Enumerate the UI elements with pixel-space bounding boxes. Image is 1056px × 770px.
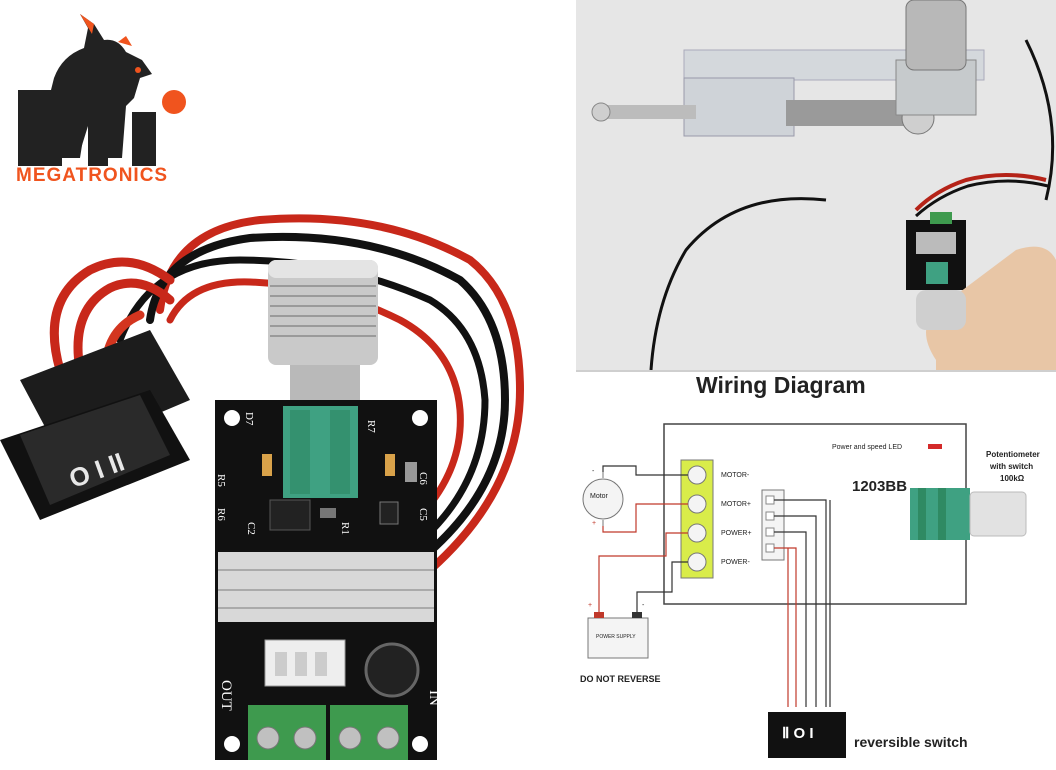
reversible-switch-icon [768,712,846,758]
brand-name: MEGATRONICS [16,165,169,186]
out-label: OUT [218,680,234,711]
reversible-switch-label: reversible switch [854,734,968,750]
pwm-controller-illustration: O I II D7 R7 R5 R6 C2 R1 C6 C5 R3 [0,214,525,760]
wiring-diagram-panel: Wiring Diagram [576,370,1056,768]
svg-text:D7: D7 [243,412,255,426]
pin-motor-minus: MOTOR- [721,472,750,479]
bull-logo-icon [18,14,186,166]
led-icon [928,444,942,449]
motor-label: Motor [590,493,608,500]
supply-plus-sign: + [588,602,593,609]
terminal-block-icon [248,705,408,760]
switch-mark: Ⅱ O I [782,725,814,742]
wiring-schematic [582,423,1027,758]
led-label: Power and speed LED [832,444,903,451]
diagram-title: Wiring Diagram [696,372,866,398]
pin-power-minus: POWER- [721,559,750,566]
heatsink-icon [218,552,434,622]
megatronics-logo: MEGATRONICS [14,8,199,188]
svg-text:R6: R6 [215,508,227,521]
pot-label-3: 100kΩ [1000,474,1025,483]
svg-text:C6: C6 [417,472,429,485]
svg-text:R1: R1 [339,522,351,535]
svg-text:R7: R7 [365,420,377,433]
actuator-demo-photo [576,0,1056,370]
knob-icon [268,260,378,400]
capacitor-icon [364,642,420,698]
pin-header-icon [761,489,785,561]
pin-power-plus: POWER+ [721,530,752,537]
svg-text:R5: R5 [215,474,227,487]
power-supply-icon [587,617,649,659]
motor-minus-sign: - [592,468,595,475]
warning-label: DO NOT REVERSE [580,674,661,684]
pin-motor-plus: MOTOR+ [721,501,752,508]
product-photo-panel: MEGATRONICS O I II D7 R7 R5 R6 [0,8,525,760]
svg-text:C2: C2 [245,522,257,535]
pot-label-2: with switch [990,462,1034,471]
board-label: 1203BB [852,478,908,495]
power-supply-label: POWER SUPPLY [596,634,636,640]
rocker-switch-icon: O I II [0,330,190,520]
svg-text:C5: C5 [417,508,429,521]
supply-minus-sign: - [642,602,645,609]
linear-actuator-demo-icon [576,0,1056,370]
motor-plus-sign: + [592,520,597,527]
in-label: IN [426,690,442,706]
pot-label-1: Potentiometer [986,450,1040,459]
motor-icon [582,478,624,520]
